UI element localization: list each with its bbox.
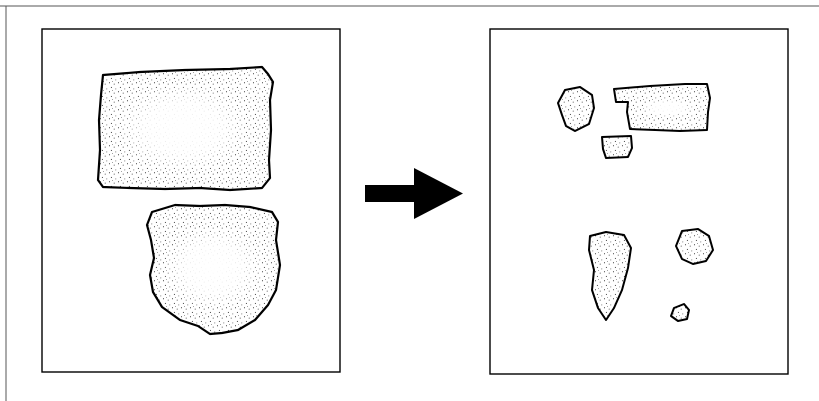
fragment-small-square bbox=[602, 136, 632, 158]
fragment-top-rectangle bbox=[614, 84, 710, 131]
before-panel bbox=[42, 29, 340, 372]
large-rectangular-region bbox=[98, 67, 273, 190]
right-arrow bbox=[365, 168, 463, 219]
fragment-right-blob bbox=[676, 229, 713, 264]
after-panel bbox=[490, 29, 788, 374]
after-panel-border bbox=[490, 29, 788, 374]
